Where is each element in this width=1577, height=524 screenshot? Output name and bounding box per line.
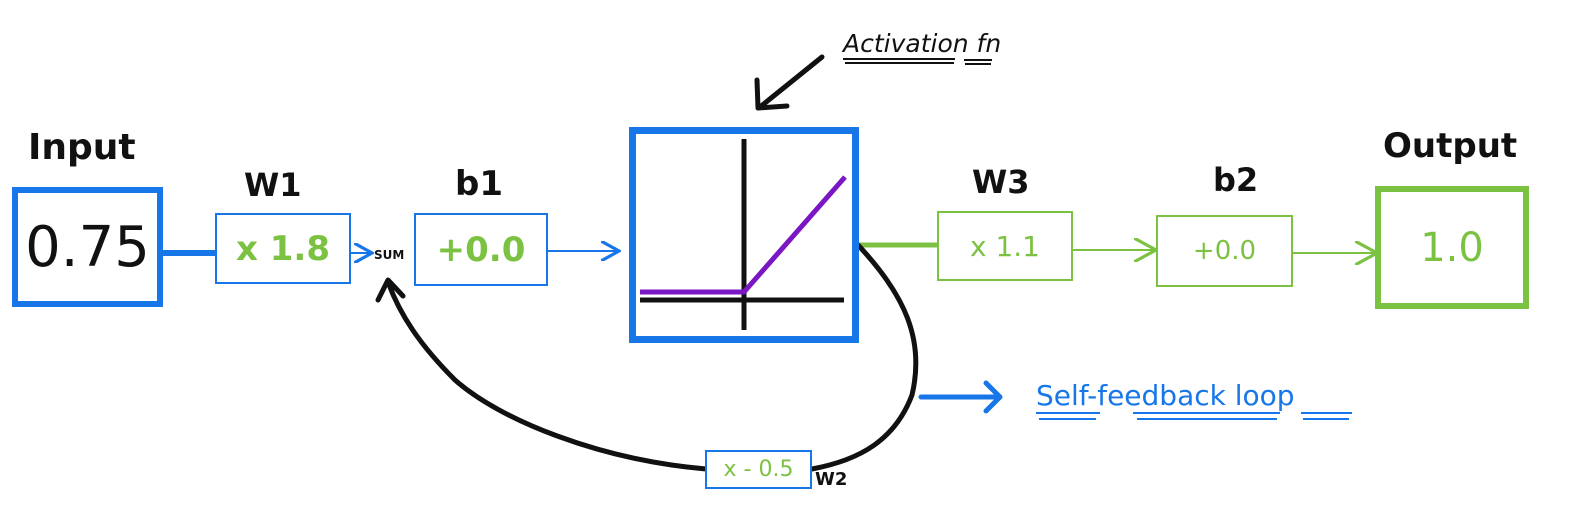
w2-feedback-weight-box: x - 0.5: [705, 450, 812, 489]
feedback-legend-arrow: [918, 380, 1003, 414]
w1-weight-box: x 1.8: [215, 213, 351, 284]
b1-label: b1: [455, 164, 503, 204]
feedback-loop-curve: [375, 242, 919, 472]
b2-label: b2: [1213, 161, 1259, 199]
w1-label: W1: [244, 166, 302, 204]
b2-bias-box: +0.0: [1156, 215, 1293, 287]
sum-label: SUM: [374, 248, 405, 262]
activation-underline: [843, 58, 992, 65]
activation-fn-box: [629, 127, 859, 343]
b1-value: +0.0: [436, 229, 526, 270]
relu-curve: [640, 175, 847, 295]
input-box: 0.75: [12, 187, 163, 307]
input-value: 0.75: [25, 214, 150, 280]
output-value: 1.0: [1420, 224, 1484, 271]
w3-value: x 1.1: [970, 229, 1040, 263]
activation-pointer-arrow: [754, 54, 825, 111]
w2-label: W2: [815, 469, 848, 490]
w3-weight-box: x 1.1: [937, 211, 1073, 281]
relu-plot: [640, 139, 847, 330]
w3-label: W3: [972, 163, 1030, 201]
output-label: Output: [1383, 126, 1518, 166]
w1-value: x 1.8: [236, 228, 330, 269]
b1-bias-box: +0.0: [414, 213, 548, 286]
output-box: 1.0: [1375, 186, 1529, 309]
self-feedback-loop-annotation: Self-feedback loop: [1036, 379, 1295, 412]
feedback-underline: [1036, 412, 1352, 420]
input-label: Input: [28, 127, 136, 168]
b2-value: +0.0: [1192, 236, 1257, 266]
activation-fn-annotation: Activation fn: [843, 29, 1002, 58]
w2-value: x - 0.5: [723, 457, 794, 482]
